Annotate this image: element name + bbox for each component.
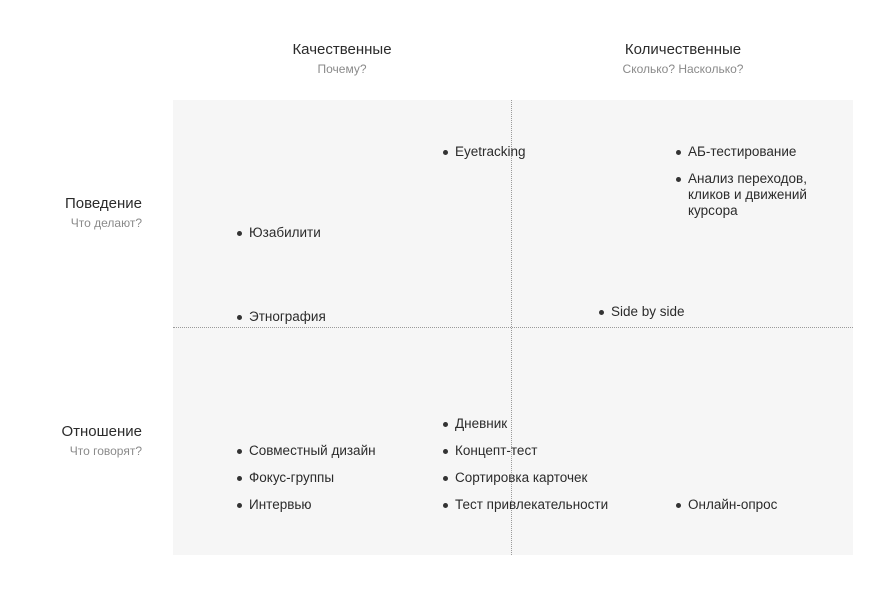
method-ethnography: Этнография (237, 309, 326, 325)
bullet-icon (443, 503, 448, 508)
horizontal-divider (173, 327, 853, 328)
row-header-behavior: Поведение Что делают? (2, 195, 142, 230)
bullet-icon (676, 150, 681, 155)
method-interview: Интервью (237, 497, 312, 513)
method-label: АБ-тестирование (688, 144, 797, 159)
row-header-attitude: Отношение Что говорят? (2, 423, 142, 458)
bullet-icon (443, 422, 448, 427)
column-header-quantitative: Количественные Сколько? Насколько? (553, 41, 813, 76)
column-subtitle: Почему? (317, 62, 367, 76)
method-concept-test: Концепт-тест (443, 443, 537, 459)
column-title: Качественные (292, 41, 392, 58)
bullet-icon (676, 503, 681, 508)
method-label: Дневник (455, 416, 508, 431)
bullet-icon (676, 177, 681, 182)
row-title: Отношение (61, 423, 142, 440)
bullet-icon (237, 315, 242, 320)
method-click-analysis: Анализ переходов, кликов и движений курс… (676, 171, 807, 219)
method-ab-testing: АБ-тестирование (676, 144, 796, 160)
bullet-icon (237, 476, 242, 481)
row-subtitle: Что делают? (70, 216, 142, 230)
method-label: Eyetracking (455, 144, 526, 159)
bullet-icon (599, 310, 604, 315)
row-subtitle: Что говорят? (69, 444, 142, 458)
bullet-icon (443, 449, 448, 454)
method-label: Сортировка карточек (455, 470, 588, 485)
method-label: Этнография (249, 309, 326, 324)
method-label: Side by side (611, 304, 685, 319)
method-label: Анализ переходов, кликов и движений курс… (688, 171, 807, 218)
method-focus-groups: Фокус-группы (237, 470, 334, 486)
method-eyetracking: Eyetracking (443, 144, 526, 160)
column-subtitle: Сколько? Насколько? (622, 62, 744, 76)
method-label: Юзабилити (249, 225, 321, 240)
method-label: Тест привлекательности (455, 497, 609, 512)
bullet-icon (237, 231, 242, 236)
column-header-qualitative: Качественные Почему? (212, 41, 472, 76)
method-label: Совместный дизайн (249, 443, 376, 458)
method-online-survey: Онлайн-опрос (676, 497, 777, 513)
method-label: Интервью (249, 497, 312, 512)
method-label: Онлайн-опрос (688, 497, 778, 512)
method-diary: Дневник (443, 416, 507, 432)
bullet-icon (443, 476, 448, 481)
method-label: Концепт-тест (455, 443, 538, 458)
method-attractiveness-test: Тест привлекательности (443, 497, 608, 513)
bullet-icon (443, 150, 448, 155)
bullet-icon (237, 503, 242, 508)
row-title: Поведение (64, 195, 142, 212)
method-label: Фокус-группы (249, 470, 335, 485)
method-usability: Юзабилити (237, 225, 321, 241)
column-title: Количественные (624, 41, 742, 58)
bullet-icon (237, 449, 242, 454)
method-side-by-side: Side by side (599, 304, 685, 320)
method-co-design: Совместный дизайн (237, 443, 376, 459)
method-card-sorting: Сортировка карточек (443, 470, 587, 486)
